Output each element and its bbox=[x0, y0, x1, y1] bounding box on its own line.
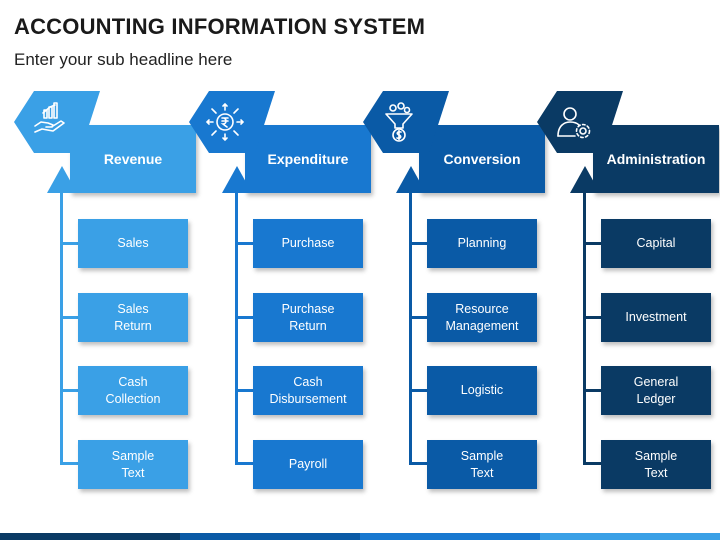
connector-horizontal bbox=[60, 316, 78, 319]
column-header-box: Administration bbox=[593, 125, 719, 193]
connector-horizontal bbox=[235, 462, 253, 465]
item-box: General Ledger bbox=[601, 366, 711, 415]
arrow-head bbox=[222, 166, 252, 193]
rupee-coin-icon bbox=[205, 102, 245, 142]
connector-vertical bbox=[409, 192, 412, 465]
icon-badge bbox=[537, 91, 635, 153]
connector-horizontal bbox=[235, 242, 253, 245]
hand-chart-icon bbox=[34, 102, 65, 133]
column-header-label: Expenditure bbox=[267, 151, 349, 167]
item-box: Sample Text bbox=[601, 440, 711, 489]
item-box: Capital bbox=[601, 219, 711, 268]
connector-vertical bbox=[235, 192, 238, 465]
connector-horizontal bbox=[583, 462, 601, 465]
arrow-head bbox=[396, 166, 426, 193]
connector-horizontal bbox=[583, 316, 601, 319]
item-box: Sales Return bbox=[78, 293, 188, 342]
item-box: Purchase bbox=[253, 219, 363, 268]
item-box: Planning bbox=[427, 219, 537, 268]
item-box: Logistic bbox=[427, 366, 537, 415]
connector-vertical bbox=[60, 192, 63, 465]
column-header-box: Conversion bbox=[419, 125, 545, 193]
arrow-head bbox=[47, 166, 77, 193]
column-header-label: Administration bbox=[606, 151, 706, 167]
connector-horizontal bbox=[60, 242, 78, 245]
icon-badge bbox=[189, 91, 287, 153]
connector-horizontal bbox=[235, 316, 253, 319]
bottom-bar-segment bbox=[360, 533, 540, 540]
item-box: Purchase Return bbox=[253, 293, 363, 342]
connector-horizontal bbox=[60, 462, 78, 465]
item-box: Cash Disbursement bbox=[253, 366, 363, 415]
connector-horizontal bbox=[60, 389, 78, 392]
user-gear-icon bbox=[557, 107, 591, 139]
column-header-box: Expenditure bbox=[245, 125, 371, 193]
arrow-head bbox=[570, 166, 600, 193]
icon-badge bbox=[14, 91, 112, 153]
bottom-bar-segment bbox=[180, 533, 360, 540]
icon-badge bbox=[363, 91, 461, 153]
connector-horizontal bbox=[409, 316, 427, 319]
bottom-bar-segment bbox=[540, 533, 720, 540]
page-title: ACCOUNTING INFORMATION SYSTEM bbox=[14, 14, 426, 39]
connector-horizontal bbox=[235, 389, 253, 392]
connector-horizontal bbox=[409, 242, 427, 245]
column-header-label: Revenue bbox=[103, 151, 163, 167]
connector-horizontal bbox=[409, 462, 427, 465]
page-subtitle: Enter your sub headline here bbox=[14, 50, 233, 69]
item-box: Cash Collection bbox=[78, 366, 188, 415]
item-box: Sample Text bbox=[78, 440, 188, 489]
column-header-label: Conversion bbox=[443, 151, 521, 167]
bottom-color-bar bbox=[0, 533, 720, 540]
connector-vertical bbox=[583, 192, 586, 465]
connector-horizontal bbox=[583, 242, 601, 245]
connector-horizontal bbox=[583, 389, 601, 392]
bottom-bar-segment bbox=[0, 533, 180, 540]
item-box: Payroll bbox=[253, 440, 363, 489]
funnel-dollar-icon bbox=[385, 102, 413, 142]
item-box: Investment bbox=[601, 293, 711, 342]
item-box: Sample Text bbox=[427, 440, 537, 489]
column-header-box: Revenue bbox=[70, 125, 196, 193]
connector-horizontal bbox=[409, 389, 427, 392]
item-box: Sales bbox=[78, 219, 188, 268]
item-box: Resource Management bbox=[427, 293, 537, 342]
